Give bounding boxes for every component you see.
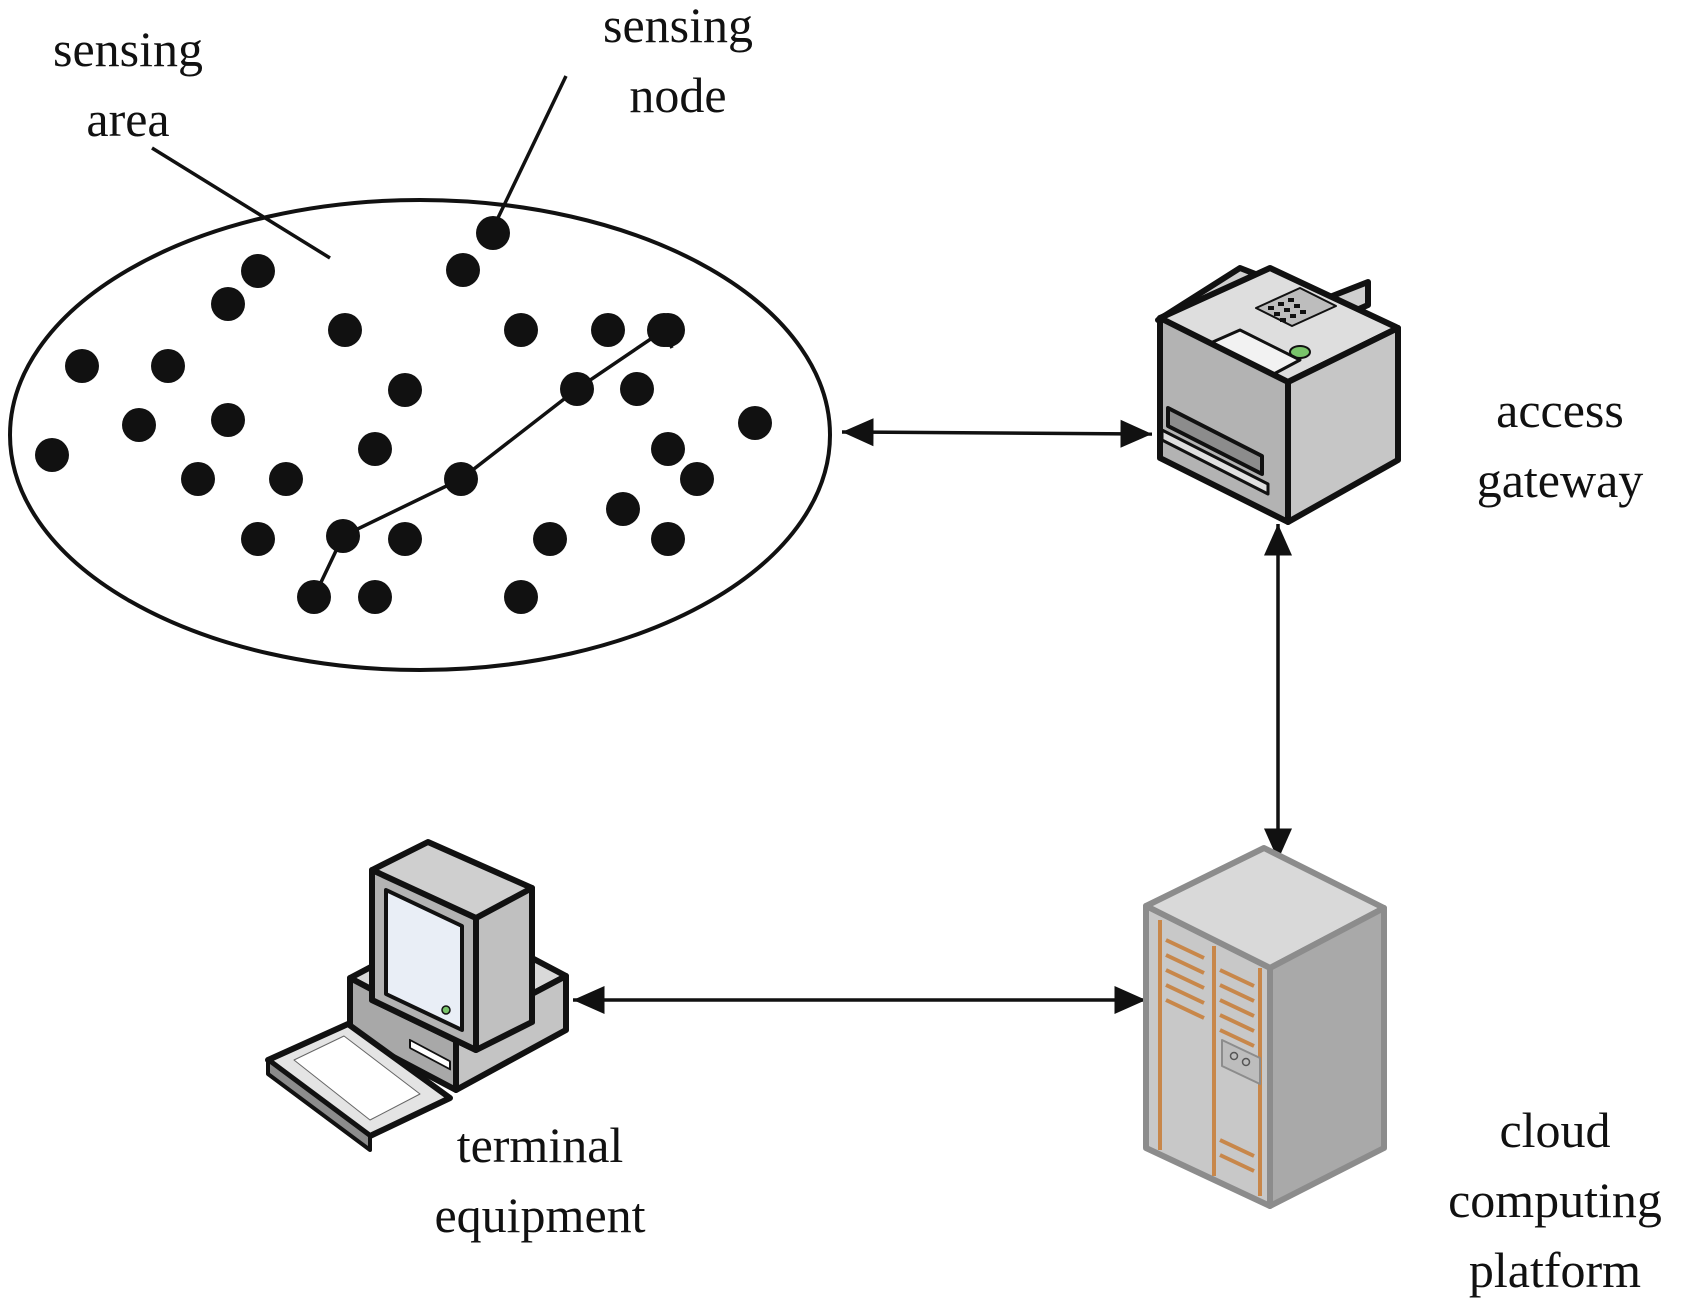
sensing-node-dot [651, 522, 685, 556]
sensing-area-label: sensing area [53, 21, 203, 147]
sensing-node-dot [181, 462, 215, 496]
sensing-node-dot [269, 462, 303, 496]
sensing-area-leader-line [151, 146, 331, 260]
sensing-gateway-arrow [841, 418, 1153, 448]
sensing-node-dot [297, 580, 331, 614]
sensing-node-leader-line [494, 75, 568, 223]
sensing-node-dot [241, 522, 275, 556]
sensing-node-dot [358, 432, 392, 466]
cloud-computing-platform-label: cloud computing platform [1448, 1102, 1662, 1298]
sensing-node-dot [504, 313, 538, 347]
sensing-node-dot [35, 438, 69, 472]
sensing-node-dot [606, 492, 640, 526]
sensing-node-dot [211, 403, 245, 437]
sensing-node-dot [328, 313, 362, 347]
sensing-node-label: sensing node [603, 0, 753, 123]
sensing-area-ellipse [8, 198, 832, 672]
sensing-node-dot [388, 522, 422, 556]
sensing-node-dot [122, 408, 156, 442]
sensing-node-dot [647, 313, 681, 347]
server-tower-icon [1143, 845, 1387, 1209]
sensing-node-dot [476, 216, 510, 250]
sensing-node-dot [358, 580, 392, 614]
sensing-node-dot [620, 372, 654, 406]
desktop-computer-icon [265, 839, 569, 1152]
sensing-node-dot [388, 373, 422, 407]
terminal-equipment-label: terminal equipment [434, 1117, 646, 1243]
sensing-node-dot [151, 349, 185, 383]
sensing-node-dot [504, 580, 538, 614]
access-gateway-label: access gateway [1476, 382, 1644, 508]
sensing-node-dot [591, 313, 625, 347]
sensing-node-dot [651, 432, 685, 466]
fax-printer-icon [1155, 265, 1401, 525]
sensing-node-dot [533, 522, 567, 556]
sensing-node-dot [446, 253, 480, 287]
sensing-node-dot [65, 349, 99, 383]
sensing-node-dot [211, 287, 245, 321]
sensing-node-dot [738, 406, 772, 440]
sensing-node-dot [241, 254, 275, 288]
sensing-nodes [35, 216, 772, 614]
sensing-node-dot [680, 462, 714, 496]
sensing-node-dot [444, 462, 478, 496]
sensing-node-dot [560, 372, 594, 406]
sensing-node-dot [326, 519, 360, 553]
